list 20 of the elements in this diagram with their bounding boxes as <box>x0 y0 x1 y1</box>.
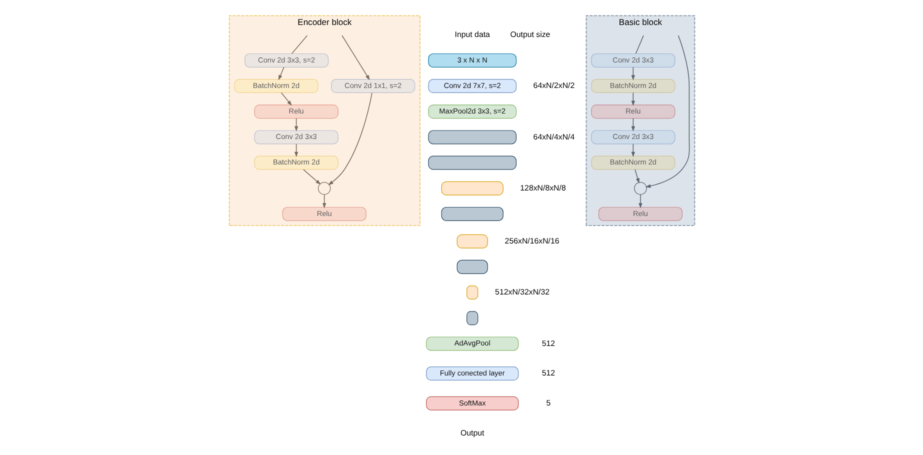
arrow <box>278 66 284 80</box>
arrow <box>644 35 690 188</box>
connector <box>634 35 644 54</box>
node-box <box>428 156 516 170</box>
arrow <box>302 169 320 185</box>
node-box <box>456 234 488 248</box>
node-box <box>440 181 503 196</box>
node-box <box>466 311 478 326</box>
node-box <box>440 206 503 221</box>
arrow <box>634 169 639 184</box>
arrow <box>341 35 370 80</box>
arrow <box>328 92 372 186</box>
arrow <box>638 194 642 208</box>
node-box <box>466 286 478 300</box>
node-circle <box>634 182 646 195</box>
node-box <box>428 130 516 144</box>
node-circle <box>317 182 330 195</box>
arrow <box>280 92 292 106</box>
connector <box>291 35 308 54</box>
node-box <box>456 260 488 274</box>
